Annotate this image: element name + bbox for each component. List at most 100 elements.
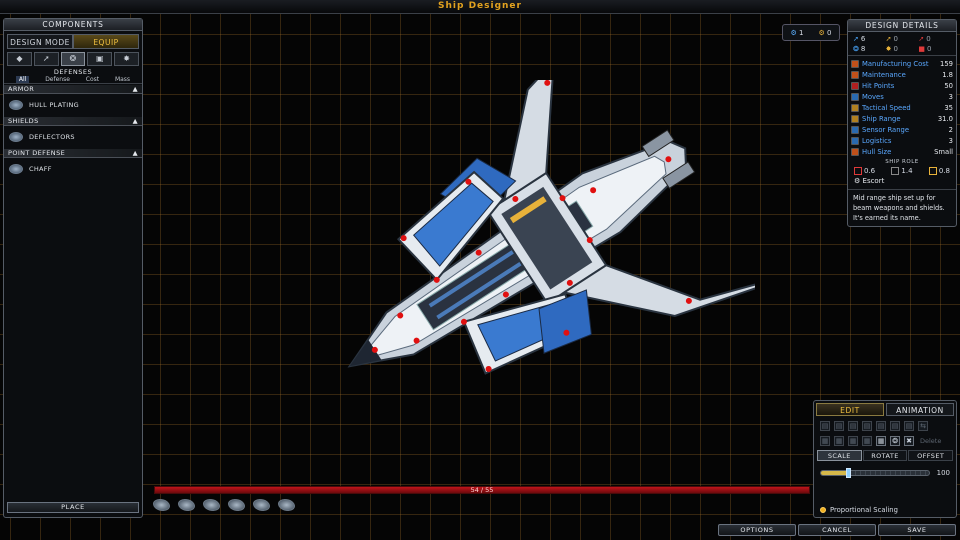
proportional-radio[interactable] (820, 507, 826, 513)
hit-points-icon (851, 81, 859, 90)
capacity-label: 54 / 55 (470, 486, 494, 494)
weapon-icon[interactable]: ➚ (33, 52, 59, 66)
role-support: 0.8 (928, 167, 950, 175)
align-right-icon[interactable]: ▤ (848, 420, 858, 431)
hardpoint-icon[interactable] (153, 499, 170, 511)
attr-label: Maintenance (862, 70, 906, 79)
select-icon[interactable]: ▦ (876, 435, 886, 446)
defense-icon[interactable]: ❂ (60, 52, 86, 66)
align-left-icon[interactable]: ▤ (820, 420, 830, 431)
section-armor-label: Armor (8, 85, 35, 93)
trash-icon[interactable]: ✖ (904, 435, 914, 446)
moves-icon (851, 92, 859, 101)
ship-range-icon (851, 114, 859, 123)
stat-shield: ❂8 (853, 45, 886, 53)
component-label: Chaff (29, 165, 52, 173)
distribute-icon[interactable]: ▤ (904, 420, 914, 431)
gold-count: ⚙ 0 (819, 29, 832, 37)
deflectors-icon (9, 132, 23, 142)
role-value: 0.8 (938, 167, 950, 175)
tab-rotate[interactable]: Rotate (862, 450, 908, 461)
ship-role-label: Escort (862, 177, 885, 185)
tab-animation[interactable]: Animation (886, 403, 954, 416)
hardpoint-icon[interactable] (203, 499, 220, 511)
align-top-icon[interactable]: ▤ (862, 420, 872, 431)
component-label: Deflectors (29, 133, 75, 141)
paste-icon[interactable]: ▦ (862, 435, 872, 446)
fleet-badge[interactable]: ⚙ 1 ⚙ 0 (782, 24, 840, 41)
collapse-icon[interactable]: ▲ (132, 149, 138, 157)
stat-kinetic: ➚0 (886, 35, 919, 43)
align-center-icon[interactable]: ▤ (834, 420, 844, 431)
cancel-button[interactable]: Cancel (798, 524, 876, 536)
align-middle-icon[interactable]: ▤ (876, 420, 886, 431)
hardpoint-icon[interactable] (253, 499, 270, 511)
section-shields[interactable]: Shields ▲ (4, 117, 142, 126)
missile-icon: ➚ (918, 35, 925, 43)
filter-mass[interactable]: Mass (114, 76, 131, 83)
align-bottom-icon[interactable]: ▤ (890, 420, 900, 431)
proportional-scaling[interactable]: Proportional Scaling (820, 506, 898, 514)
design-details-title: Design Details (848, 20, 956, 32)
logistics-icon (851, 136, 859, 145)
capacity-bar: 54 / 55 (154, 486, 810, 494)
save-button[interactable]: Save (878, 524, 956, 536)
hardpoint-icon[interactable] (278, 499, 295, 511)
tab-design-mode[interactable]: Design Mode (7, 34, 73, 49)
ungroup-icon[interactable]: ▦ (834, 435, 844, 446)
filter-all[interactable]: All (15, 76, 30, 83)
combat-stats: ➚6 ➚0 ➚0 ❂8 ✸0 ■0 (848, 32, 956, 55)
hull-size-icon (851, 147, 859, 156)
edit-panel: Edit Animation ▤ ▤ ▤ ▤ ▤ ▤ ▤ ⇆ ▦ ▦ ▦ ▦ ▦… (813, 400, 957, 518)
filter-defense[interactable]: Defense (45, 76, 70, 83)
section-armor[interactable]: Armor ▲ (4, 85, 142, 94)
component-chaff[interactable]: Chaff (4, 158, 142, 180)
attach-icon[interactable]: ❂ (890, 435, 900, 446)
stat-armor: ✸0 (886, 45, 919, 53)
copy-icon[interactable]: ▦ (848, 435, 858, 446)
ship-role: ⚙ Escort (848, 176, 956, 186)
hardpoint-icon[interactable] (178, 499, 195, 511)
place-button[interactable]: Place (7, 502, 139, 513)
gold-count-value: 0 (827, 28, 832, 37)
escort-icon: ⚙ (854, 177, 861, 185)
attr-value: 50 (944, 81, 953, 90)
delete-button[interactable]: Delete (920, 436, 942, 445)
group-icon[interactable]: ▦ (820, 435, 830, 446)
hull-plating-icon (9, 100, 23, 110)
scale-slider-handle[interactable] (846, 468, 851, 478)
filter-cost[interactable]: Cost (85, 76, 100, 83)
ship-model[interactable] (285, 80, 755, 425)
tab-equip[interactable]: Equip (73, 34, 139, 49)
collapse-icon[interactable]: ▲ (132, 117, 138, 125)
attr-value: 3 (948, 92, 953, 101)
kinetic-icon: ➚ (885, 35, 892, 43)
scale-slider[interactable] (820, 468, 930, 478)
options-button[interactable]: Options (718, 524, 796, 536)
page-title: Ship Designer (438, 1, 522, 11)
collapse-icon[interactable]: ▲ (132, 85, 138, 93)
hull-icon[interactable]: ◆ (7, 52, 32, 66)
proportional-label: Proportional Scaling (830, 506, 898, 514)
tab-edit[interactable]: Edit (816, 403, 884, 416)
engine-icon[interactable]: ▣ (87, 52, 113, 66)
component-hull-plating[interactable]: Hull Plating (4, 94, 142, 116)
component-deflectors[interactable]: Deflectors (4, 126, 142, 148)
hardpoint-icon[interactable] (228, 499, 245, 511)
tab-scale[interactable]: Scale (817, 450, 862, 461)
mirror-icon[interactable]: ⇆ (918, 420, 928, 431)
support-icon[interactable]: ✸ (114, 52, 139, 66)
component-label: Hull Plating (29, 101, 79, 109)
attr-label: Sensor Range (862, 125, 910, 134)
blue-count: ⚙ 1 (791, 29, 804, 37)
tab-offset[interactable]: Offset (908, 450, 954, 461)
chaff-icon (9, 164, 23, 174)
section-point-defense[interactable]: Point Defense ▲ (4, 149, 142, 158)
attr-label: Ship Range (862, 114, 901, 123)
attack-role-icon (854, 167, 862, 175)
